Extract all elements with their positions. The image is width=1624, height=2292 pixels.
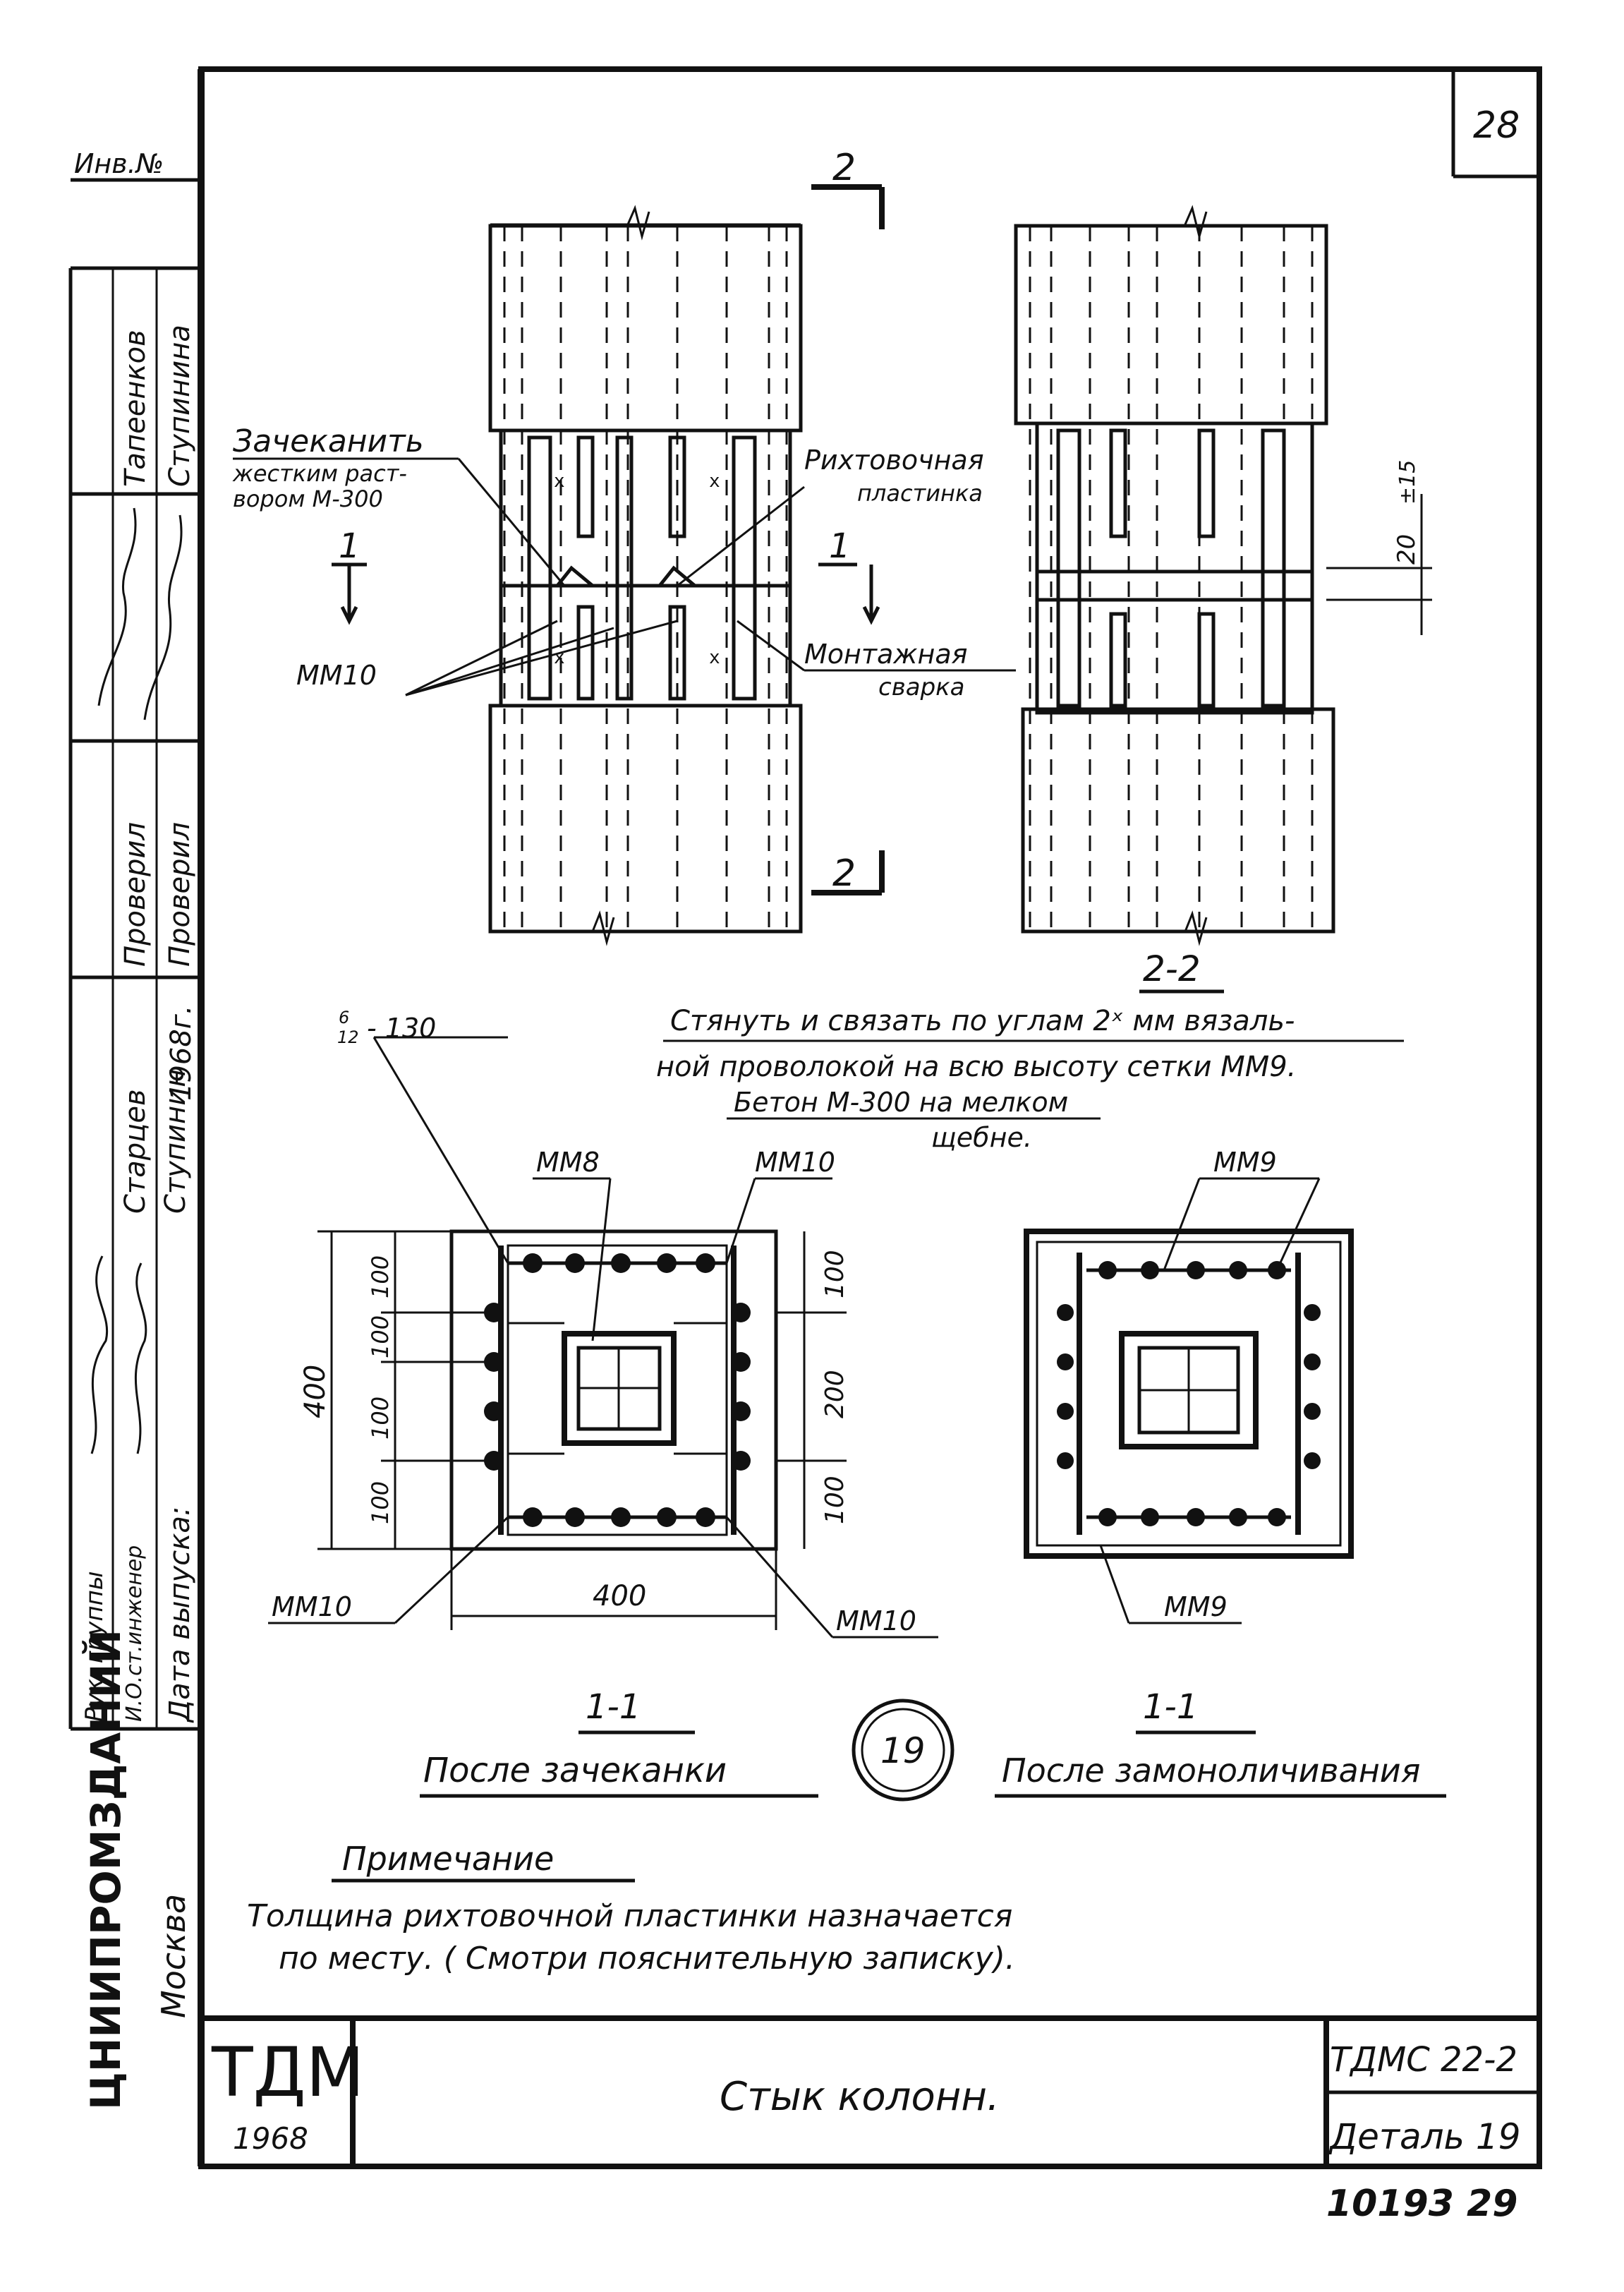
section-note-line2: ной проволокой на всю высоту сетки ММ9. (656, 1051, 1296, 1083)
section-1-1-right-title: 1-1 (1143, 1687, 1198, 1727)
organization: ЦНИИПРОМЗДАНИЙ (81, 1629, 130, 2110)
inventory-label: Инв.№ (74, 148, 164, 179)
dim-overall-horizontal: 400 (593, 1580, 646, 1612)
svg-text:x: x (554, 647, 565, 668)
caulk-note-title: Зачеканить (233, 423, 424, 459)
svg-text:x: x (709, 647, 720, 668)
cut-2-bottom-label: 2 (832, 852, 856, 895)
detail-number: Деталь 19 (1328, 2116, 1521, 2157)
detail-circle (852, 1699, 955, 1802)
mesh-mm9-bottom: ММ9 (1164, 1591, 1228, 1622)
checked-1: Проверил (119, 822, 152, 967)
weld-note-line1: Монтажная (804, 639, 968, 670)
left-stamp (68, 178, 201, 1731)
archive-number: 10193 29 (1326, 2183, 1517, 2225)
notes-heading: Примечание (342, 1840, 554, 1878)
signature-3 (90, 1255, 108, 1454)
notes-line2: по месту. ( Смотри пояснительную записку… (279, 1941, 1015, 1977)
mesh-mm9-top: ММ9 (1213, 1147, 1277, 1178)
signature-1 (97, 507, 137, 706)
plate-note-line2: пластинка (857, 480, 983, 507)
logo-year: 1968 (233, 2121, 308, 2156)
sheet-number: 28 (1473, 104, 1520, 147)
dim-right-1: 100 (820, 1250, 849, 1298)
mesh-mm10-top: ММ10 (755, 1147, 835, 1178)
weld-note-line2: сварка (878, 673, 965, 701)
detail-circle-number: 19 (880, 1730, 926, 1771)
signature-2 (143, 514, 183, 720)
caulk-note-line2: вором М-300 (233, 485, 383, 512)
dim-overall-vertical: 400 (299, 1365, 332, 1418)
section-note-line1: Стянуть и связать по углам 2ˣ мм вязаль- (670, 1005, 1295, 1037)
mesh-label-elevation: ММ10 (296, 660, 377, 691)
author-2: Ступинина (164, 325, 196, 487)
gap-tolerance: ±15 (1395, 460, 1420, 505)
role-engineer: И.О.ст.инженер (122, 1545, 147, 1722)
signature-4 (134, 1262, 147, 1454)
mesh-mm10-bottom-right: ММ10 (836, 1605, 916, 1636)
document-code: ТДМС 22-2 (1330, 2040, 1517, 2080)
dim-left-2: 100 (367, 1315, 394, 1358)
role-release-date: Дата выпуска: (164, 1507, 196, 1723)
dim-right-2: 200 (820, 1370, 849, 1418)
section-note-line4: щебне. (931, 1122, 1032, 1153)
caption-after-caulking: После зачеканки (423, 1751, 727, 1790)
name-startsev: Старцев (119, 1089, 152, 1214)
dim-right-3: 100 (820, 1476, 849, 1524)
cut-1-right-label: 1 (829, 526, 851, 566)
section-note-line3: Бетон М-300 на мелком (734, 1087, 1068, 1118)
section-2-2-title: 2-2 (1143, 948, 1201, 989)
caption-after-grouting: После замоноличивания (1002, 1751, 1420, 1790)
plan-right (1024, 1177, 1354, 1624)
gap-dimension: 20 (1393, 534, 1421, 565)
author-1: Тапеенков (119, 330, 152, 487)
dim-left-1: 100 (367, 1255, 394, 1298)
cut-2-top-label: 2 (832, 147, 856, 189)
role-group-lead: Рук. группы (80, 1571, 109, 1722)
notes-line1: Толщина рихтовочной пластинки назначаетс… (247, 1898, 1012, 1934)
city: Москва (154, 1894, 193, 2018)
elevation-left: x x x x (233, 184, 1016, 946)
caulk-note-line1: жестким раст- (232, 460, 407, 487)
svg-text:x: x (709, 471, 720, 492)
svg-text:x: x (554, 471, 565, 492)
dim-left-4: 100 (367, 1481, 394, 1524)
sheet-frame (198, 66, 1542, 2169)
rebar-note-num: 6 (339, 1008, 349, 1027)
rebar-note-rest: - 130 (367, 1013, 436, 1044)
elevation-right (1014, 205, 1432, 946)
name-stupinin: Ступинин (159, 1069, 192, 1214)
plan-left (268, 1036, 938, 1639)
section-1-1-left-title: 1-1 (586, 1687, 641, 1727)
drawing-title: Стык колонн. (720, 2074, 1000, 2120)
plate-note-line1: Рихтовочная (804, 445, 984, 476)
rebar-note-den: 12 (337, 1027, 359, 1047)
cut-1-left-label: 1 (339, 526, 360, 566)
mesh-mm10-bottom-left: ММ10 (272, 1591, 352, 1622)
mesh-mm8: ММ8 (536, 1147, 600, 1178)
checked-2: Проверил (164, 822, 196, 967)
dim-left-3: 100 (367, 1397, 394, 1440)
release-year: 1968г. (165, 1005, 198, 1101)
logo-tdm: ТДМ (211, 2033, 364, 2112)
title-block (201, 2015, 1539, 2166)
